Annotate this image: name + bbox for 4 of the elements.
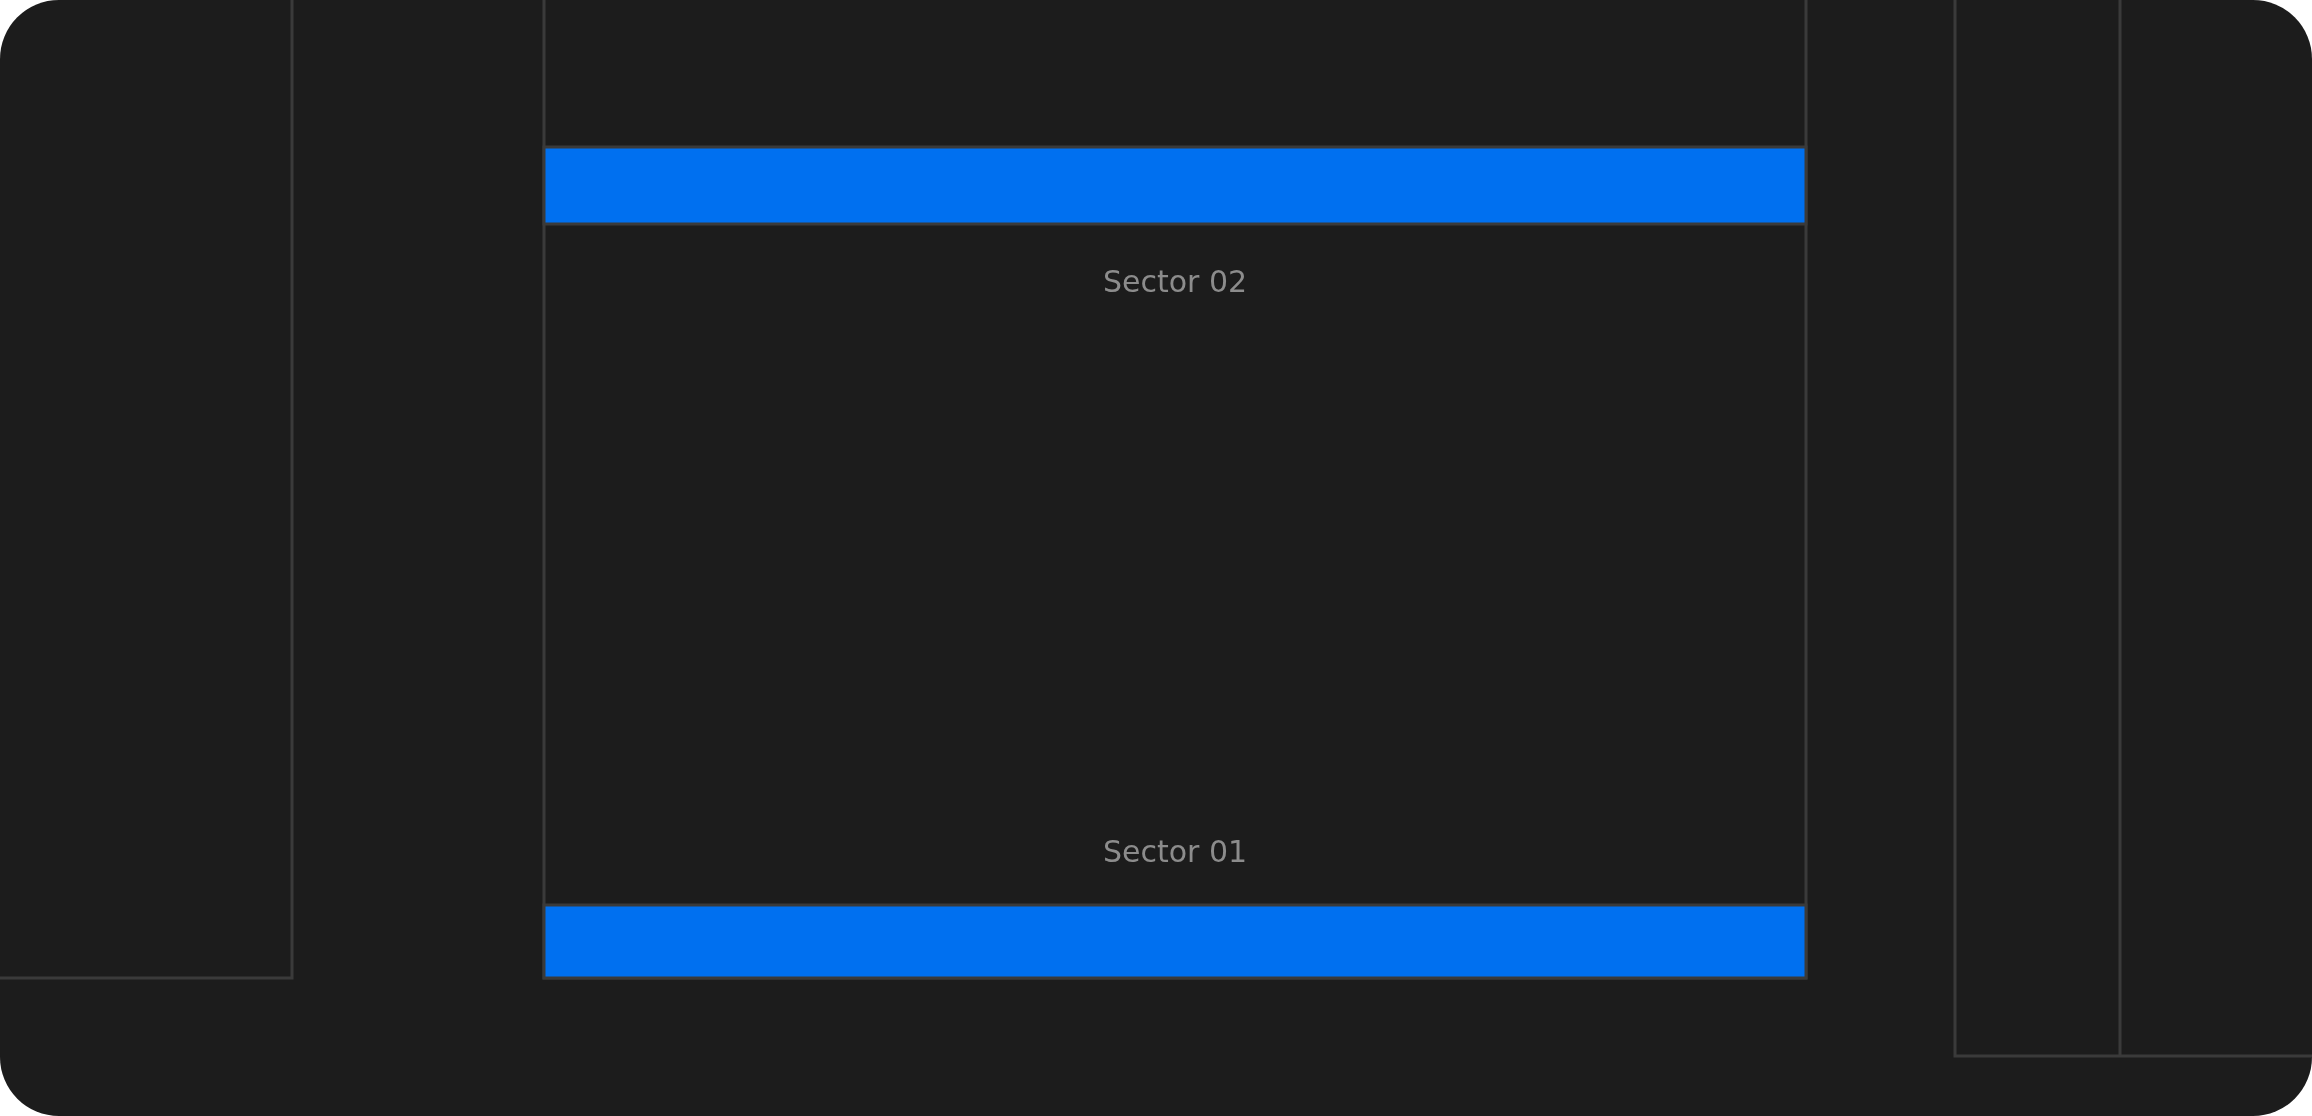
sector-label: Sector 02 (1102, 263, 1248, 301)
top-sector-bar (542, 145, 1808, 226)
bottom-sector-bar (542, 903, 1808, 980)
sector-label: Sector 01 (1102, 833, 1248, 871)
